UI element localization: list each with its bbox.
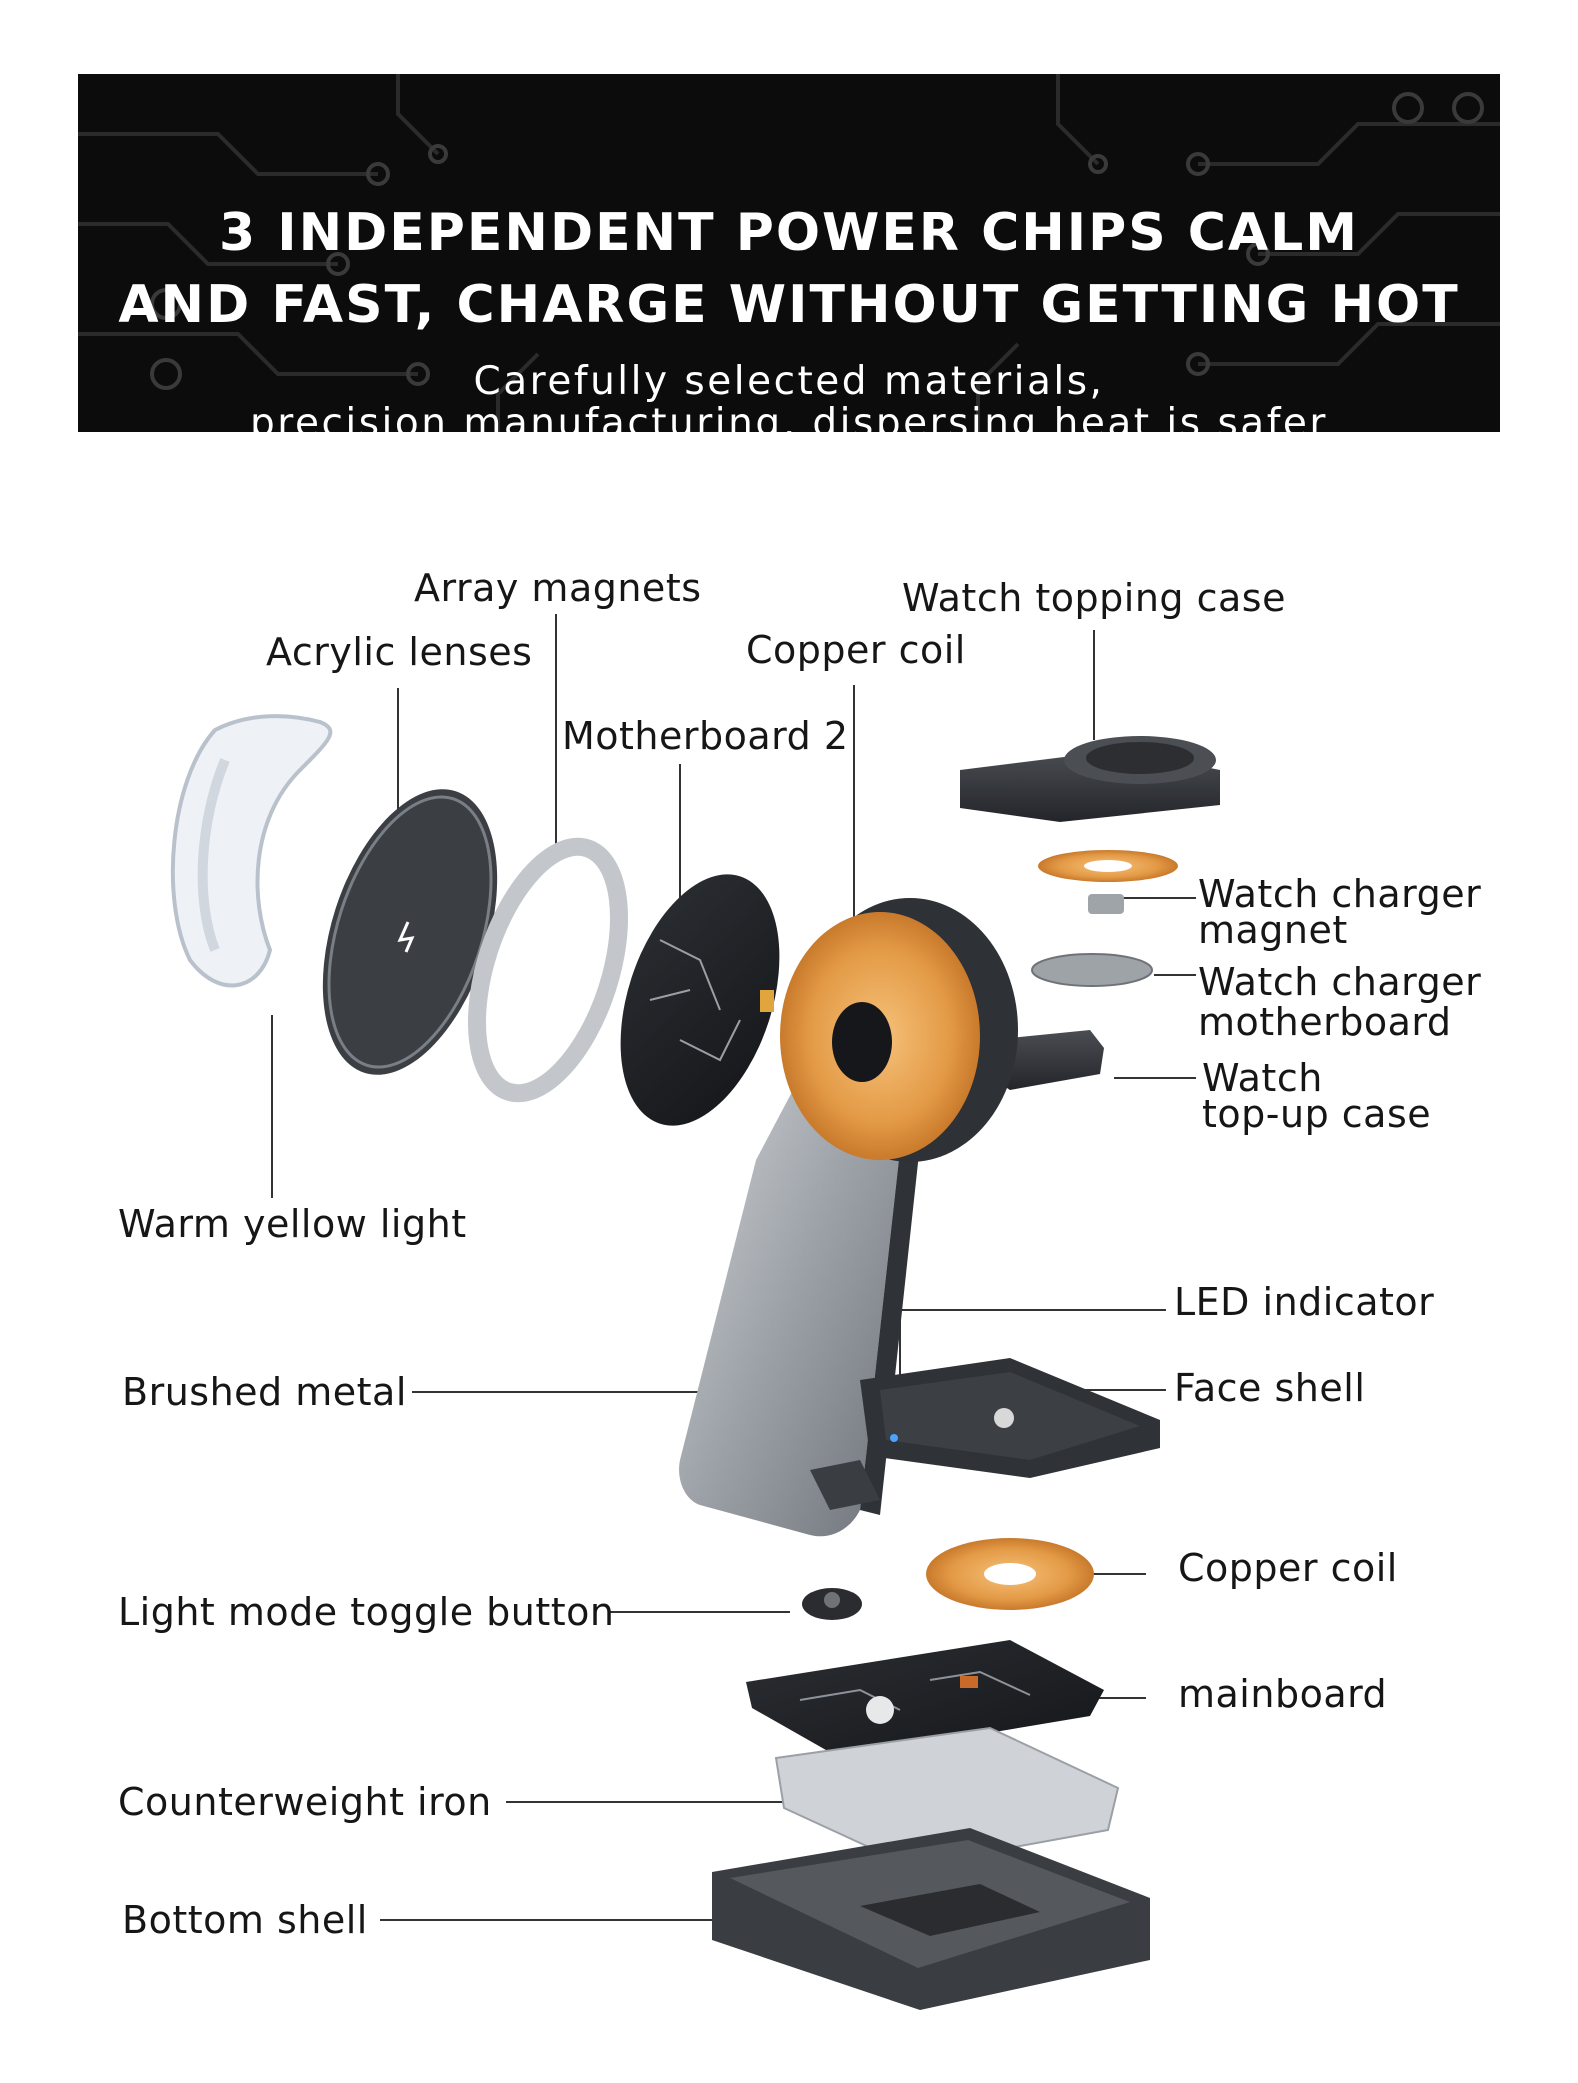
bottom-shell-part: [712, 1828, 1150, 2010]
label-watch-topup-case-line-2: top-up case: [1202, 1092, 1432, 1136]
label-watch-topping-case: Watch topping case: [902, 576, 1286, 620]
subheadline-line-1: Carefully selected materials,: [473, 359, 1105, 404]
header-banner: 3 INDEPENDENT POWER CHIPS CALM AND FAST,…: [78, 74, 1500, 432]
label-light-mode-toggle-button: Light mode toggle button: [118, 1590, 615, 1634]
label-watch-charger-motherboard-line-1: Watch charger: [1198, 960, 1482, 1004]
motherboard-2-part: [620, 874, 780, 1126]
watch-topping-case-part: [960, 736, 1220, 822]
counterweight-iron-part: [774, 1726, 1120, 1868]
charging-pad-disc: [322, 789, 498, 1075]
label-mainboard: mainboard: [1178, 1672, 1388, 1716]
bottom-copper-coil: [926, 1538, 1094, 1610]
label-motherboard-2: Motherboard 2: [562, 714, 849, 758]
label-brushed-metal: Brushed metal: [122, 1370, 407, 1414]
watch-copper-ring: [1038, 850, 1178, 882]
array-magnet-ring: [467, 837, 629, 1103]
label-watch-charger-magnet-line-2: magnet: [1198, 908, 1348, 952]
circuit-pattern: [78, 74, 1500, 432]
led-indicator-dot: [890, 1434, 898, 1442]
label-bottom-shell: Bottom shell: [122, 1898, 368, 1942]
label-copper-coil-bottom: Copper coil: [1178, 1546, 1398, 1590]
label-copper-coil-top: Copper coil: [746, 628, 966, 672]
charging-head: [780, 898, 1018, 1162]
label-led-indicator: LED indicator: [1174, 1280, 1435, 1324]
acrylic-lens-part: [170, 714, 333, 988]
label-array-magnets: Array magnets: [414, 566, 702, 610]
headline-line-2: AND FAST, CHARGE WITHOUT GETTING HOT: [118, 275, 1460, 335]
subheadline-line-2: precision manufacturing, dispersing heat…: [250, 401, 1328, 433]
toggle-button-part: [802, 1588, 862, 1620]
label-face-shell: Face shell: [1174, 1366, 1366, 1410]
mainboard-part: [746, 1640, 1104, 1758]
face-shell-part: [860, 1358, 1160, 1478]
label-watch-charger-magnet-line-1: Watch charger: [1198, 872, 1482, 916]
headline-line-1: 3 INDEPENDENT POWER CHIPS CALM: [218, 203, 1360, 263]
label-acrylic-lenses: Acrylic lenses: [266, 630, 533, 674]
label-watch-topup-case-line-1: Watch: [1202, 1056, 1323, 1100]
label-watch-charger-motherboard-line-2: motherboard: [1198, 1000, 1452, 1044]
label-counterweight-iron: Counterweight iron: [118, 1780, 492, 1824]
watch-charger-motherboard-part: [1031, 953, 1153, 987]
watch-charger-magnet-part: [1088, 894, 1124, 914]
label-warm-yellow-light: Warm yellow light: [118, 1202, 467, 1246]
